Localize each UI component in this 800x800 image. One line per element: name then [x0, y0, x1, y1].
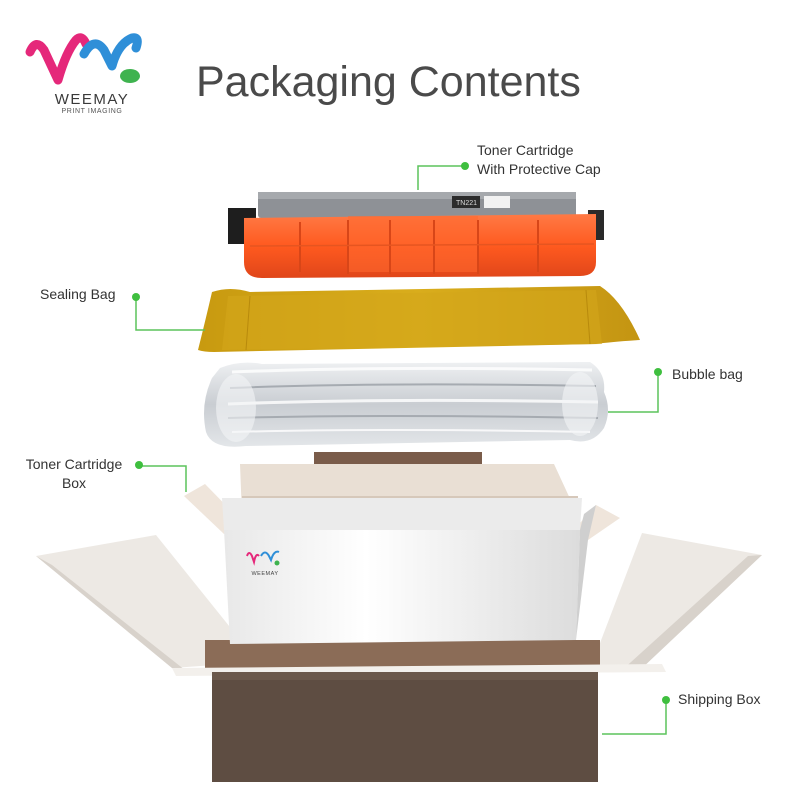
box-logo-mark [246, 550, 280, 566]
shipping-box-illustration [36, 533, 762, 782]
bubble-bag-illustration [204, 362, 608, 447]
toner-cartridge-illustration: TN221 [228, 192, 604, 278]
callout-line-cartridge [417, 165, 463, 190]
callout-line-cartridge-box [139, 465, 187, 492]
toner-cartridge-box-illustration [184, 452, 620, 644]
callout-dot-bubble-bag [654, 368, 662, 376]
brand-name: WEEMAY [54, 91, 130, 108]
callout-line-bubble-bag [608, 372, 659, 413]
cartridge-model-label: TN221 [456, 200, 477, 207]
label-toner-cartridge: Toner Cartridge With Protective Cap [477, 142, 601, 177]
box-brand-name: WEEMAY [251, 571, 279, 577]
callout-dot-sealing-bag [132, 293, 140, 301]
sealing-bag-illustration [198, 286, 640, 352]
label-bubble-bag: Bubble bag [672, 366, 743, 382]
callout-line-sealing-bag [135, 297, 205, 331]
label-shipping-box: Shipping Box [678, 691, 761, 707]
label-sealing-bag: Sealing Bag [40, 286, 116, 302]
callout-dot-shipping-box [662, 696, 670, 704]
brand-logo-icon [25, 33, 142, 85]
label-toner-cartridge-box: Toner Cartridge Box [25, 456, 123, 491]
callout-dot-cartridge [461, 162, 469, 170]
page-title: Packaging Contents [196, 58, 581, 106]
callout-line-shipping-box [602, 700, 667, 735]
brand-tagline: PRINT IMAGING [61, 108, 123, 115]
callout-dot-cartridge-box [135, 461, 143, 469]
